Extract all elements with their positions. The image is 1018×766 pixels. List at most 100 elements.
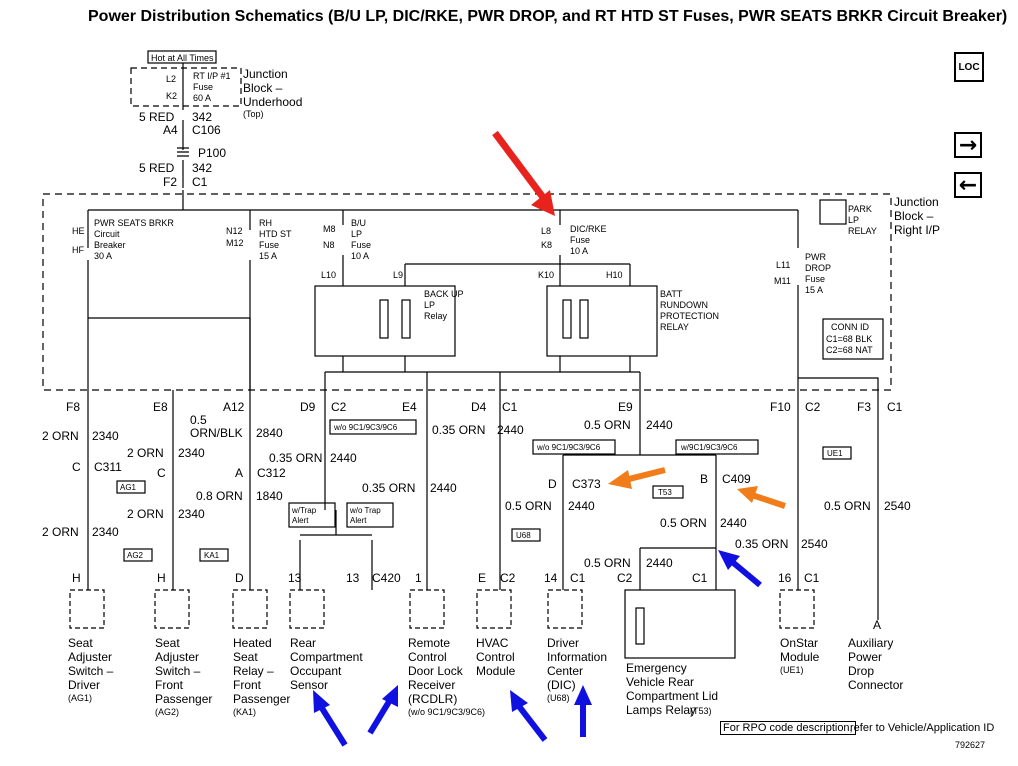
- svg-text:Information: Information: [547, 650, 607, 664]
- relay-label: LP: [424, 300, 435, 310]
- svg-text:Sensor: Sensor: [290, 678, 328, 692]
- loc-button[interactable]: LOC: [954, 52, 984, 82]
- loc-icon: LOC: [958, 61, 980, 73]
- block-label: Junction: [243, 67, 288, 81]
- option-label: w/o 9C1/9C3/9C6: [536, 443, 601, 452]
- blue-arrow-hvac: [510, 690, 548, 742]
- connector-label: C1: [804, 571, 820, 585]
- conn-id-title: CONN ID: [831, 322, 870, 332]
- wire-label: 342: [192, 110, 212, 124]
- wire-label: 2540: [884, 499, 911, 513]
- option-label: w/Trap: [291, 506, 317, 515]
- fuse-label: Fuse: [805, 274, 825, 284]
- wire-label: 2 ORN: [42, 429, 79, 443]
- svg-text:Adjuster: Adjuster: [68, 650, 112, 664]
- rpo-tag: UE1: [827, 449, 843, 458]
- wire-label: 0.35 ORN: [269, 451, 322, 465]
- wire-label: 0.5 ORN: [584, 556, 631, 570]
- blue-arrow-c409-wire: [718, 550, 762, 588]
- connector-label: C106: [192, 123, 221, 137]
- pin-label: N8: [323, 240, 335, 250]
- fuse-label: Fuse: [351, 240, 371, 250]
- wire-label: 2 ORN: [42, 525, 79, 539]
- pin-label: 14: [544, 571, 558, 585]
- svg-text:Receiver: Receiver: [408, 678, 455, 692]
- previous-page-button[interactable]: ←: [954, 172, 982, 198]
- fuse-label: DROP: [805, 263, 831, 273]
- next-page-button[interactable]: →: [954, 132, 982, 158]
- connector-label: C: [72, 460, 81, 474]
- svg-text:Adjuster: Adjuster: [155, 650, 199, 664]
- wire-label: 0.5 ORN: [660, 516, 707, 530]
- pin-label: H: [157, 571, 166, 585]
- wire-label: 0.5 ORN: [505, 499, 552, 513]
- svg-text:Vehicle Rear: Vehicle Rear: [626, 675, 694, 689]
- svg-text:Compartment Lid: Compartment Lid: [626, 689, 718, 703]
- wire-label: 2 ORN: [127, 507, 164, 521]
- wire-label: 2 ORN: [127, 446, 164, 460]
- relay-label: BATT: [660, 289, 683, 299]
- connector-label: C1: [570, 571, 586, 585]
- pin-label: HF: [72, 245, 84, 255]
- option-label: w/o Trap: [349, 506, 381, 515]
- connector-label: A4: [163, 123, 178, 137]
- wire-label: 5 RED: [139, 161, 175, 175]
- wire-label: 0.8 ORN: [196, 489, 243, 503]
- relay-label: RUNDOWN: [660, 300, 708, 310]
- fuse-label: 30 A: [94, 251, 112, 261]
- orange-arrow-c409: [737, 486, 786, 509]
- pin-label: L8: [541, 226, 551, 236]
- pin-label: M8: [323, 224, 336, 234]
- svg-text:Control: Control: [476, 650, 515, 664]
- connector-label: C409: [722, 472, 751, 486]
- wire-label: 0.5 ORN: [584, 418, 631, 432]
- fuse-label: LP: [351, 229, 362, 239]
- pin-label: C1: [887, 400, 903, 414]
- pin-label: H10: [606, 270, 623, 280]
- fuse-label: HTD ST: [259, 229, 292, 239]
- svg-text:Emergency: Emergency: [626, 661, 687, 675]
- pin-label: L11: [776, 260, 790, 270]
- svg-text:Lamps Relay: Lamps Relay: [626, 703, 696, 717]
- rpo-tag: AG1: [120, 483, 137, 492]
- svg-text:(RCDLR): (RCDLR): [408, 692, 457, 706]
- svg-text:Heated: Heated: [233, 636, 272, 650]
- block-label: Block –: [243, 81, 283, 95]
- pin-label: 1: [415, 571, 422, 585]
- fuse-label: 15 A: [805, 285, 823, 295]
- fuse-label: Fuse: [259, 240, 279, 250]
- block-sublabel: (Top): [243, 109, 264, 119]
- fuse-label: RH: [259, 218, 272, 228]
- connector-label: P100: [198, 146, 226, 160]
- wire-label: 0.35 ORN: [735, 537, 788, 551]
- svg-text:Driver: Driver: [68, 678, 100, 692]
- svg-text:Relay –: Relay –: [233, 664, 274, 678]
- option-label: Alert: [292, 516, 309, 525]
- svg-text:Switch –: Switch –: [155, 664, 201, 678]
- connector-label: C373: [572, 477, 601, 491]
- pin-label: F8: [66, 400, 80, 414]
- option-label: w/o 9C1/9C3/9C6: [333, 423, 398, 432]
- connector-label: A: [235, 466, 243, 480]
- wire-label: 2440: [330, 451, 357, 465]
- connector-label: C2: [500, 571, 516, 585]
- pin-label: F3: [857, 400, 871, 414]
- svg-text:(DIC): (DIC): [547, 678, 576, 692]
- svg-text:(U68): (U68): [547, 693, 570, 703]
- wire-label: 2540: [801, 537, 828, 551]
- conn-id-line: C1=68 BLK: [826, 334, 872, 344]
- pin-label: M12: [226, 238, 244, 248]
- svg-text:Drop: Drop: [848, 664, 874, 678]
- svg-text:Rear: Rear: [290, 636, 316, 650]
- connector-label: C420: [372, 571, 401, 585]
- fuse-label: Fuse: [570, 235, 590, 245]
- rpo-description-link[interactable]: For RPO code description,: [720, 721, 856, 735]
